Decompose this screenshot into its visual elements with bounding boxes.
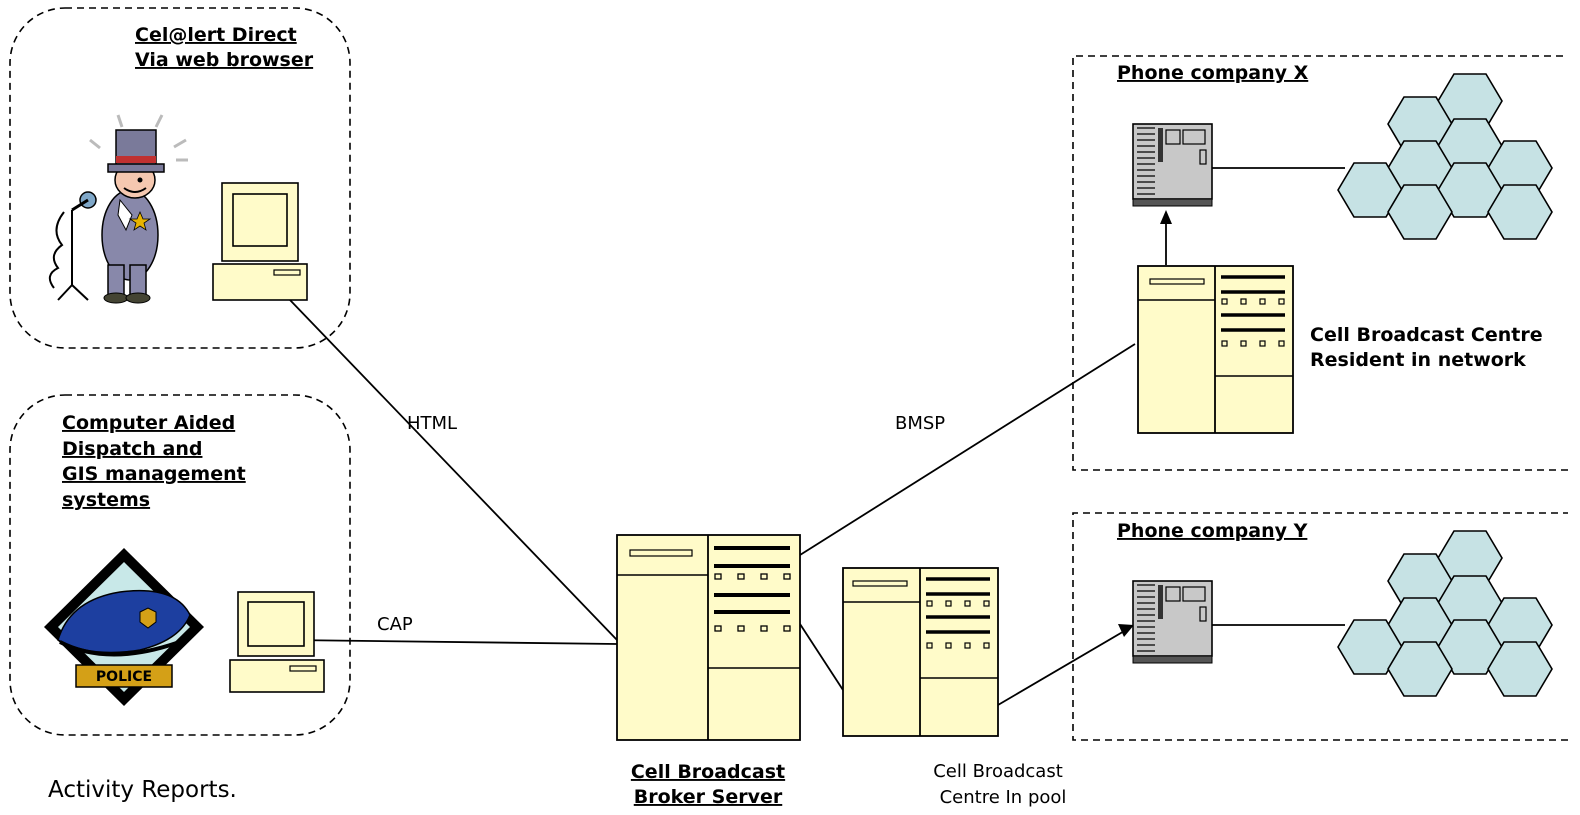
celert-title-line1: Cel@lert Direct — [135, 24, 297, 46]
edge-label-cap: CAP — [377, 614, 413, 635]
desktop-computer-icon-cad — [229, 591, 325, 693]
cbc-resident-server-icon — [1137, 265, 1294, 434]
edge-cap — [289, 639, 618, 645]
cad-title-line1: Computer Aided — [62, 412, 235, 434]
broker-label-line1: Cell Broadcast — [631, 761, 785, 783]
cbc-pool-label-line2: Centre In pool — [940, 787, 1067, 808]
network-y-cell-8 — [1387, 641, 1453, 697]
police-badge-text: POLICE — [96, 669, 152, 685]
cad-title-line3: GIS management — [62, 463, 246, 485]
cbc-pool-server-icon — [842, 567, 999, 737]
cbc-resident-label-line1: Cell Broadcast Centre — [1310, 324, 1543, 346]
celert-title-line2: Via web browser — [135, 49, 314, 71]
cad-group-box — [9, 394, 351, 736]
network-switch-icon-y — [1132, 580, 1213, 664]
cell-network-icon-y — [1337, 530, 1553, 697]
cad-title-line4: systems — [62, 489, 150, 511]
edge-bmsp — [799, 343, 1136, 556]
broker-server-icon — [616, 534, 801, 741]
cell-network-icon-x — [1337, 73, 1553, 240]
cbc-pool-label-line1: Cell Broadcast — [933, 761, 1063, 782]
desktop-computer-icon-celert — [212, 182, 308, 301]
network-x-cell-9 — [1487, 184, 1553, 240]
edge-label-bmsp: BMSP — [895, 413, 945, 434]
edge-html — [289, 299, 618, 641]
edge-broker-pool — [799, 623, 844, 691]
phone-y-title: Phone company Y — [1117, 520, 1308, 542]
cad-title-line2: Dispatch and — [62, 438, 202, 460]
cbc-resident-label-line2: Resident in network — [1310, 349, 1526, 371]
edge-pool-to-tower-y — [997, 629, 1127, 706]
edge-label-html: HTML — [407, 413, 457, 434]
activity-reports-text: Activity Reports. — [48, 777, 237, 803]
celert-group-box — [9, 7, 351, 349]
announcer-icon — [48, 114, 188, 304]
police-badge-icon: POLICE — [44, 548, 204, 706]
broker-label-line2: Broker Server — [634, 786, 783, 808]
phone-x-title: Phone company X — [1117, 62, 1309, 84]
network-y-cell-9 — [1487, 641, 1553, 697]
network-switch-icon-x — [1132, 123, 1213, 207]
arrowhead-tower-x — [1160, 210, 1172, 224]
arrowhead-tower-y — [1118, 624, 1134, 637]
network-x-cell-8 — [1387, 184, 1453, 240]
phone-x-group-box — [1072, 55, 1568, 471]
